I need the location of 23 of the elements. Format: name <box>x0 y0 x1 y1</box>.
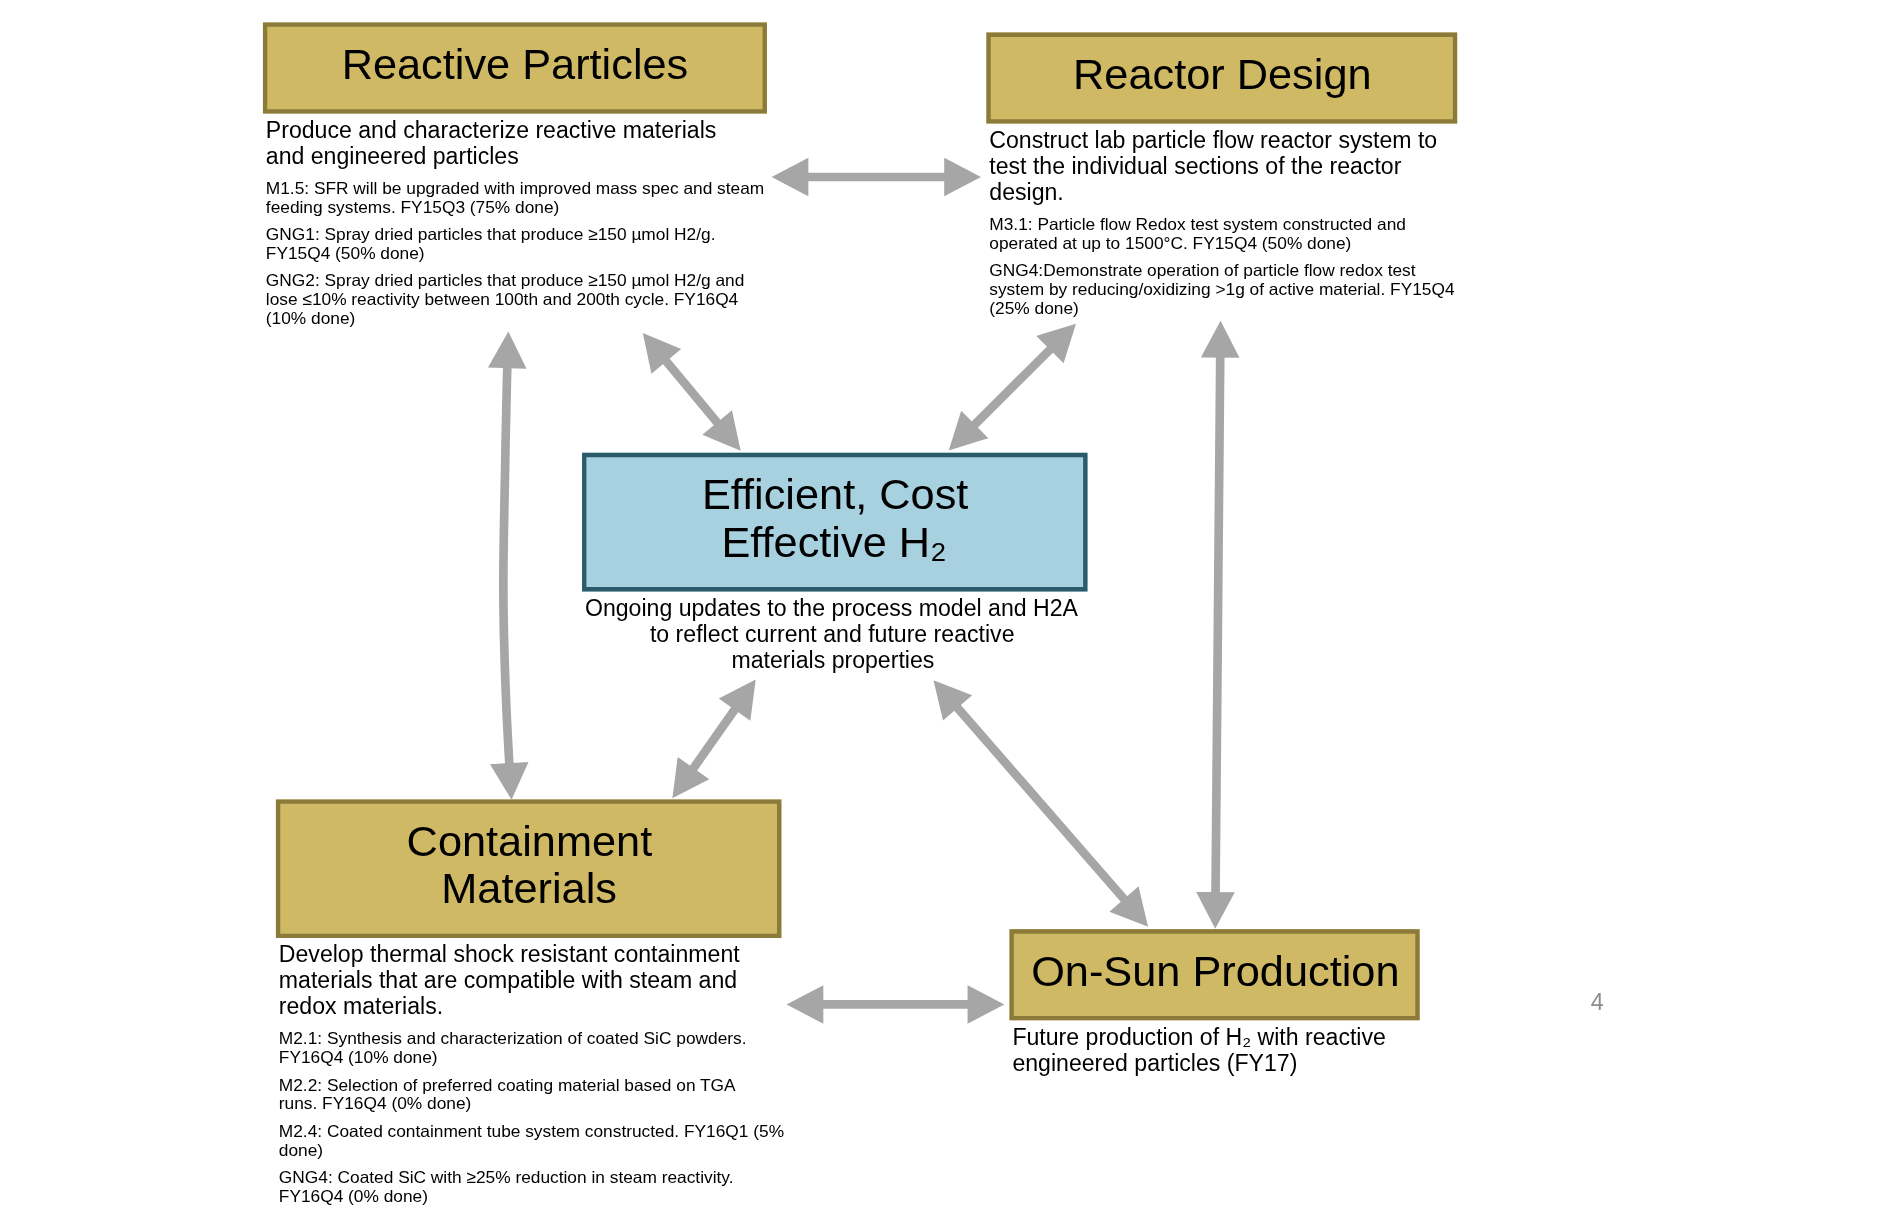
arrow <box>932 680 1148 927</box>
arrow <box>948 323 1076 451</box>
arrow <box>487 331 528 800</box>
node-label: GNG2: Spray dried particles that produce ≥150 µmol H2/g and lose ≤10% reactivity between 100th and 200th cycle. FY16Q4 (10% done) <box>265 270 744 328</box>
node-label: Develop thermal shock resistant containment materials that are compatible with steam and redox materials. <box>278 941 740 1020</box>
node-label: GNG4:Demonstrate operation of particle flow redox test system by reducing/oxidizing >1g of active material. FY15Q4 (25% done) <box>988 260 1455 318</box>
node-label: GNG4: Coated SiC with ≥25% reduction in steam reactivity. FY16Q4 (0% done) <box>278 1166 734 1206</box>
arrow <box>1195 320 1239 929</box>
node-label: GNG1: Spray dried particles that produce ≥150 µmol H2/g. FY15Q4 (50% done) <box>265 223 715 263</box>
arrow <box>771 157 981 197</box>
label: 4 <box>1590 988 1604 1015</box>
arrow <box>786 985 1004 1024</box>
node-label: Ongoing updates to the process model and H2A to reflect current and future reactive materials properties <box>584 594 1078 673</box>
arrow <box>671 679 756 799</box>
node-label: M3.1: Particle flow Redox test system constructed and operated at up to 1500°C. FY15Q4 (50% done) <box>988 213 1406 253</box>
node-label: M2.2: Selection of preferred coating material based on TGA runs. FY16Q4 (0% done) <box>278 1074 736 1114</box>
node-label: Construct lab particle flow reactor system to test the individual sections of the reactor design. <box>988 126 1437 205</box>
arrow <box>642 333 741 451</box>
node-label: Produce and characterize reactive materials and engineered particles <box>265 116 716 169</box>
node-label: M2.4: Coated containment tube system constructed. FY16Q1 (5% done) <box>278 1120 784 1160</box>
node-label: Future production of H₂ with reactive engineered particles (FY17) <box>1011 1023 1386 1076</box>
node-label: M1.5: SFR will be upgraded with improved mass spec and steam feeding systems. FY15Q3 (75% done) <box>265 177 764 217</box>
node-label: M2.1: Synthesis and characterization of coated SiC powders. FY16Q4 (10% done) <box>278 1028 747 1068</box>
